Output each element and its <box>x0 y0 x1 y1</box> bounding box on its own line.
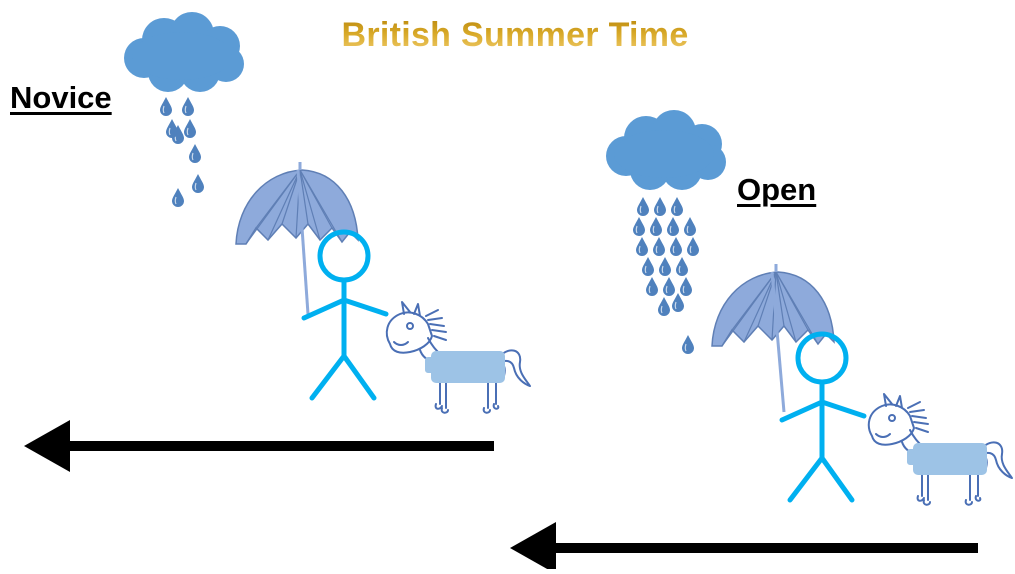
scene-label-novice: Novice <box>10 80 112 116</box>
rain-cloud-icon <box>606 110 726 190</box>
left-arrow-icon <box>24 420 494 472</box>
umbrella-icon <box>236 162 358 314</box>
left-arrow-icon <box>510 522 978 569</box>
raindrops <box>160 97 204 207</box>
horse-icon <box>387 302 530 413</box>
stick-figure-icon <box>304 232 386 398</box>
heavy-raindrops <box>633 197 699 354</box>
horse-icon <box>869 394 1012 505</box>
page-title: British Summer Time <box>300 16 730 55</box>
umbrella-icon <box>712 264 834 412</box>
rain-cloud-icon <box>124 12 244 92</box>
stick-figure-icon <box>782 334 864 500</box>
scene-label-open: Open <box>737 172 816 208</box>
